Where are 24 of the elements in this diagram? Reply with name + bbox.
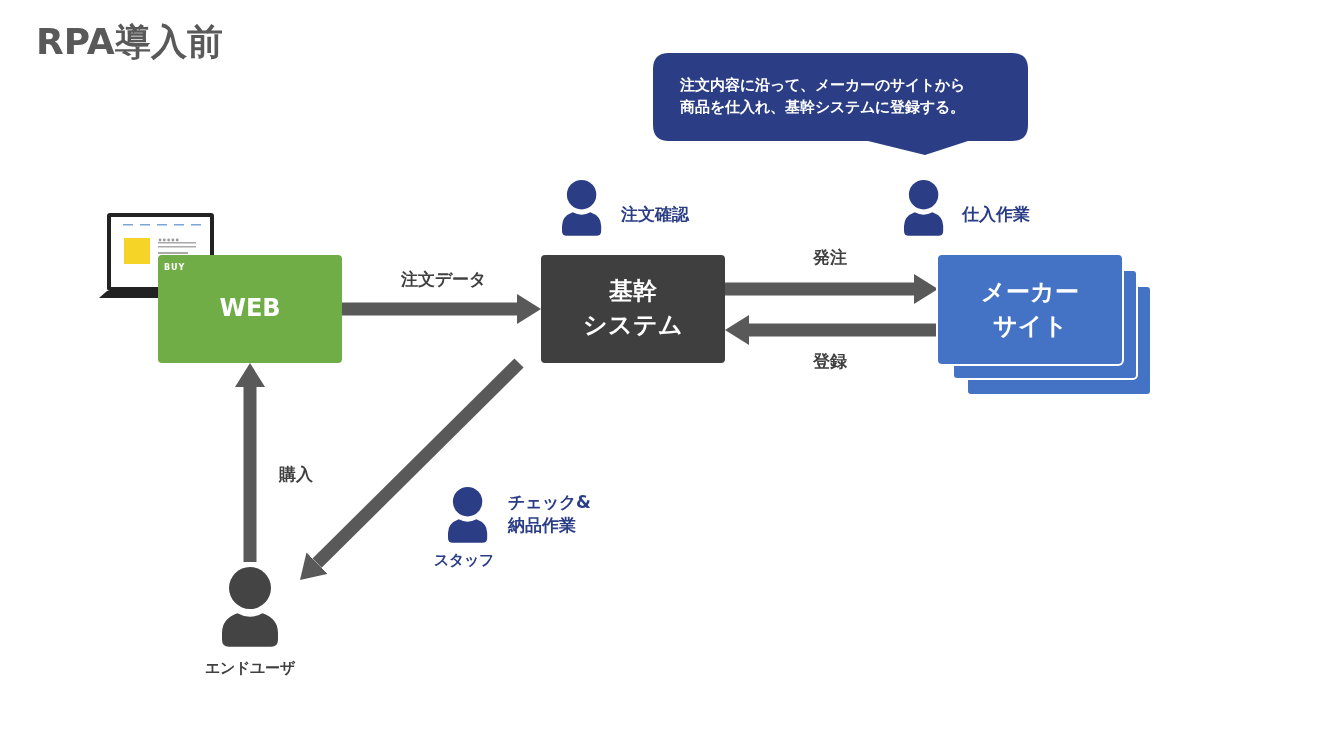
role-label: 仕入作業 [962, 203, 1030, 226]
person-name: エンドユーザ [205, 659, 295, 678]
callout-text: 注文内容に沿って、メーカーのサイトから商品を仕入れ、基幹システムに登録する。 [680, 75, 966, 118]
edge-label: 発注 [811, 245, 849, 269]
process-box [158, 255, 342, 363]
button-label: BUY [164, 263, 186, 273]
arrow [342, 294, 541, 324]
arrow [725, 274, 938, 304]
role-label: チェック& 納品作業 [508, 491, 592, 537]
edge-label: 登録 [811, 349, 849, 373]
box-label: WEB [219, 293, 281, 325]
box-label: システム [583, 310, 683, 341]
box-label: 基幹 [609, 276, 657, 308]
arrow [300, 358, 524, 580]
arrow [725, 315, 938, 345]
title: RPA導入前 [36, 20, 223, 64]
arrow [235, 363, 265, 562]
box-label: メーカー [981, 276, 1079, 308]
box-label: サイト [992, 310, 1068, 342]
process-box [541, 255, 725, 363]
role-label: 注文確認 [621, 203, 689, 226]
stacked-box [938, 255, 1122, 364]
role-label: スタッフ [434, 551, 494, 570]
edge-label: 購入 [277, 462, 315, 486]
